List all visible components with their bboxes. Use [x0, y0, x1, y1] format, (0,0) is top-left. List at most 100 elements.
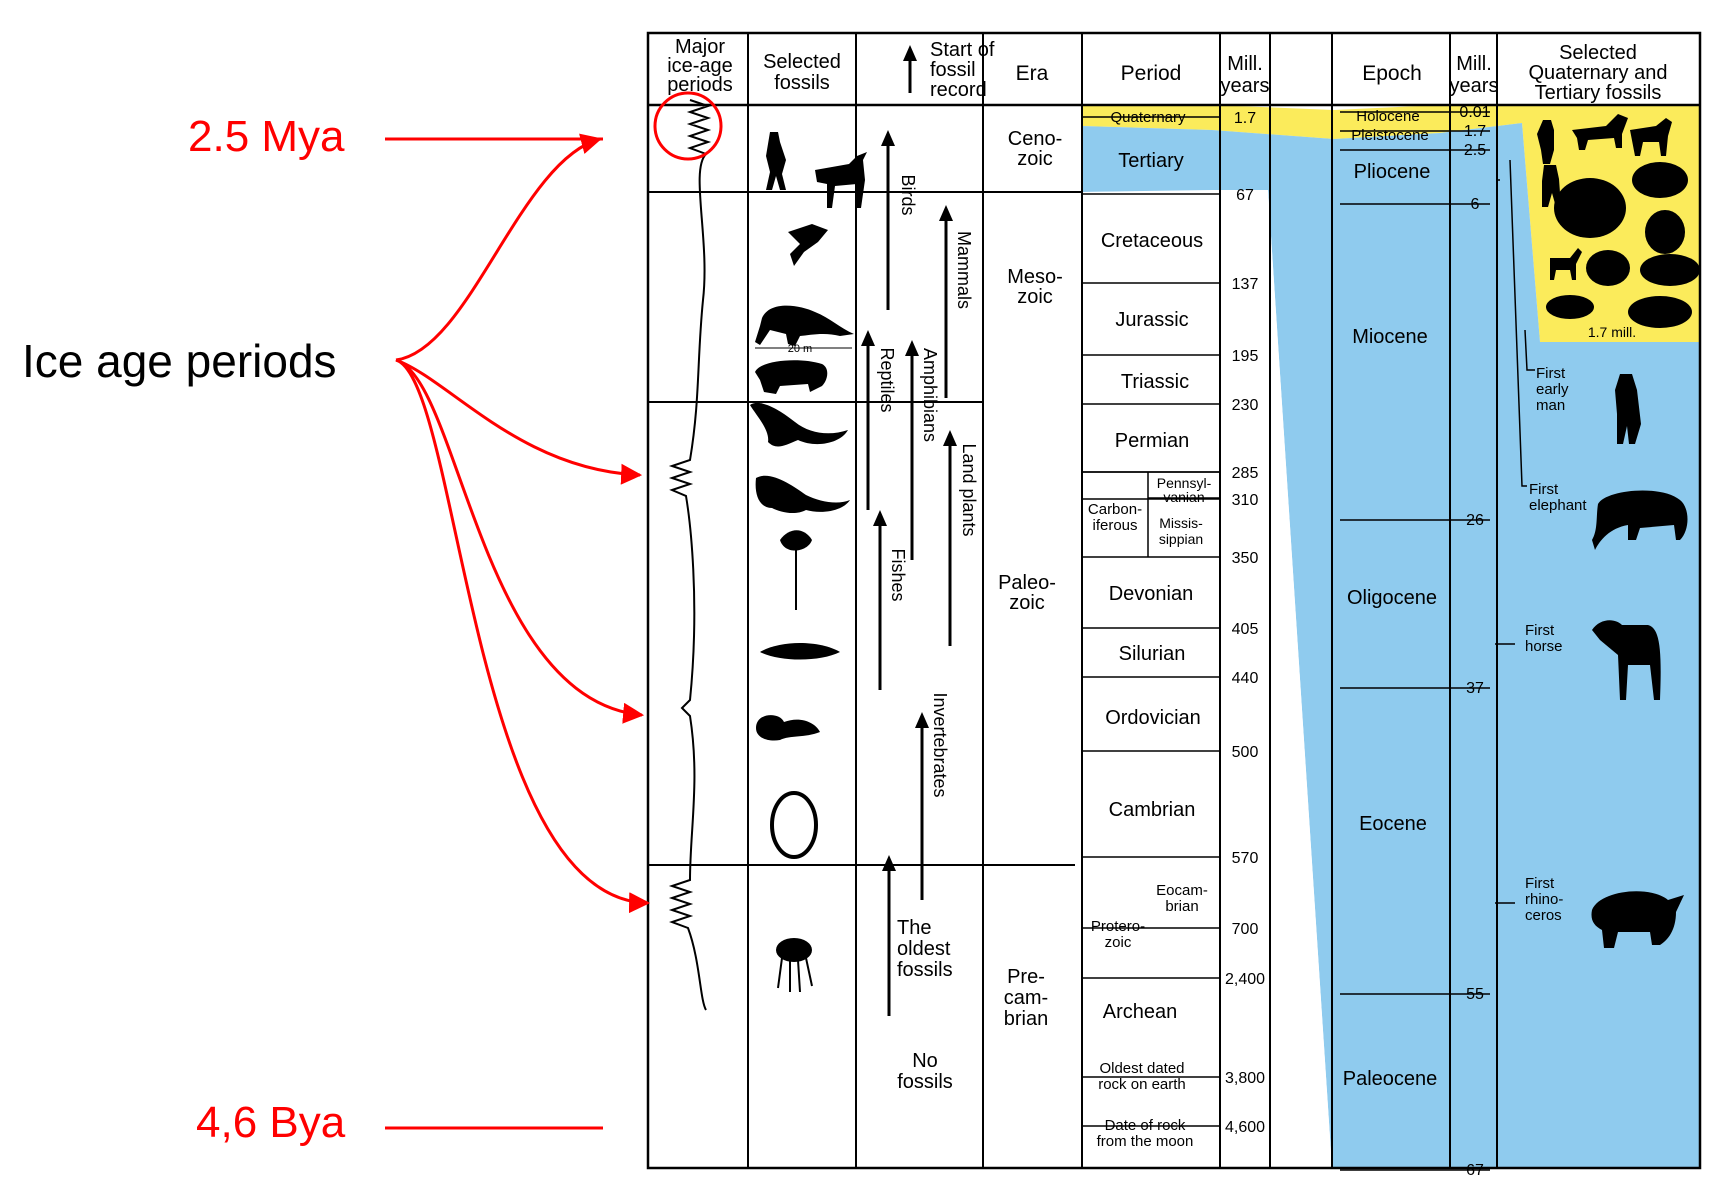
- label-ice-age-periods: Ice age periods: [22, 335, 337, 387]
- ice-age-pointer-3: [395, 358, 645, 724]
- era-mesozoic-line-2: zoic: [1017, 286, 1053, 308]
- period-triassic: Triassic: [1121, 371, 1189, 393]
- first-rhinoceros-line-3: ceros: [1525, 907, 1562, 924]
- period-eocambrian-line-1: Eocam-: [1156, 882, 1208, 899]
- fossil-reptile-icon: [755, 305, 854, 346]
- label-land-plants: Land plants: [959, 443, 979, 536]
- period-permian: Permian: [1115, 430, 1189, 452]
- arrow-fishes-head: [873, 510, 887, 526]
- qt-early-man-icon: [1542, 165, 1561, 207]
- header-mill-years-2-line-1: Mill.: [1456, 53, 1492, 75]
- header-mill-years-2-line-2: years: [1450, 75, 1499, 97]
- epoch-age-1: 0.01: [1459, 104, 1490, 121]
- period-age-6: 285: [1232, 465, 1259, 482]
- first-rhinoceros-icon: [1591, 891, 1684, 948]
- header-epoch: Epoch: [1362, 62, 1422, 85]
- label-oldest-fossils-line-1: The: [897, 917, 931, 939]
- arrow-mammals-head: [939, 205, 953, 221]
- pointer-early-man: [1524, 329, 1535, 371]
- period-age-2: 67: [1236, 187, 1254, 204]
- fossil-amphibian-icon: [750, 402, 848, 447]
- pointer-elephant: [1509, 159, 1527, 487]
- header-fossil-record-line-2: fossil: [930, 59, 976, 81]
- first-early-man-line-2: early: [1536, 381, 1569, 398]
- first-rhinoceros-line-1: First: [1525, 875, 1555, 892]
- period-archean: Archean: [1103, 1001, 1178, 1023]
- fossil-horse-icon: [815, 152, 867, 208]
- epoch-holocene: Holocene: [1356, 108, 1419, 125]
- period-age-12: 570: [1232, 850, 1259, 867]
- epoch-age-4: 6: [1471, 196, 1480, 213]
- label-invertebrates: Invertebrates: [930, 692, 950, 797]
- epoch-age-5: 26: [1466, 512, 1484, 529]
- qt-bison-icon: [1640, 254, 1700, 286]
- header-fossil-record-line-1: Start of: [930, 39, 995, 61]
- qt-cave-bear-icon: [1546, 295, 1594, 319]
- label-reptiles: Reptiles: [877, 347, 897, 412]
- epoch-pleistocene: Pleistocene: [1351, 127, 1429, 144]
- fossil-plant-crown-icon: [780, 530, 812, 551]
- period-age-1: 1.7: [1234, 110, 1256, 127]
- header-fossils-line-1: Selected: [763, 51, 841, 73]
- header-ice-age-line-1: Major: [675, 36, 725, 58]
- label-oldest-fossils-line-2: oldest: [897, 938, 951, 960]
- period-quaternary: Quaternary: [1110, 109, 1186, 126]
- fossil-trilobite-icon: [770, 791, 818, 859]
- first-early-man-line-3: man: [1536, 397, 1565, 414]
- label-oldest-fossils-line-3: fossils: [897, 959, 953, 981]
- arrow-reptiles-head: [861, 330, 875, 346]
- period-oldest-rock-line-2: rock on earth: [1098, 1076, 1186, 1093]
- period-age-4: 195: [1232, 348, 1259, 365]
- fossil-jellyfish-tentacles-icon: [777, 957, 813, 993]
- era-precambrian-line-1: Pre-: [1007, 966, 1045, 988]
- scale-label: 20 m: [788, 343, 812, 355]
- arrow-oldest-fossils-head: [882, 855, 896, 871]
- epoch-age-7: 55: [1466, 986, 1484, 1003]
- first-elephant-line-1: First: [1529, 481, 1559, 498]
- epoch-eocene: Eocene: [1359, 813, 1427, 835]
- qt-hippo-icon: [1628, 296, 1692, 328]
- qt-musk-ox-icon: [1645, 210, 1685, 254]
- fossil-nautiloid-icon: [756, 715, 820, 741]
- first-early-man-icon: [1615, 374, 1641, 444]
- chart-frame: [646, 31, 1702, 1170]
- fossil-jellyfish-icon: [776, 938, 812, 962]
- first-horse-line-1: First: [1525, 622, 1555, 639]
- period-cretaceous: Cretaceous: [1101, 230, 1203, 252]
- period-proterozoic-line-2: zoic: [1105, 934, 1132, 951]
- header-era: Era: [1016, 62, 1049, 85]
- period-moon-rock-line-2: from the moon: [1097, 1133, 1194, 1150]
- header-ice-age-line-3: periods: [667, 74, 733, 96]
- label-4-6-bya: 4,6 Bya: [196, 1098, 346, 1147]
- fossil-fish-icon: [760, 643, 840, 660]
- period-tertiary: Tertiary: [1118, 150, 1184, 172]
- epoch-miocene: Miocene: [1352, 326, 1428, 348]
- period-age-5: 230: [1232, 397, 1259, 414]
- period-carboniferous-line-1: Carbon-: [1088, 501, 1142, 518]
- epoch-oligocene: Oligocene: [1347, 587, 1437, 609]
- period-age-14: 2,400: [1225, 971, 1265, 988]
- first-elephant-line-2: elephant: [1529, 497, 1587, 514]
- label-birds: Birds: [898, 174, 918, 215]
- label-fishes: Fishes: [888, 548, 908, 601]
- label-amphibians: Amphibians: [920, 348, 940, 442]
- period-silurian: Silurian: [1119, 643, 1186, 665]
- epoch-age-6: 37: [1466, 680, 1484, 697]
- label-no-fossils-line-2: fossils: [897, 1071, 953, 1093]
- period-jurassic: Jurassic: [1115, 309, 1188, 331]
- era-precambrian-line-3: brian: [1004, 1008, 1048, 1030]
- header-fossils-line-2: fossils: [774, 72, 830, 94]
- header-mill-years-line-2: years: [1221, 75, 1270, 97]
- first-horse-icon: [1592, 620, 1661, 700]
- period-moon-rock-line-1: Date of rock: [1105, 1117, 1186, 1134]
- period-age-3: 137: [1232, 276, 1259, 293]
- period-age-8: 350: [1232, 550, 1259, 567]
- header-quaternary-fossils-line-1: Selected: [1559, 42, 1637, 64]
- period-pennsylvanian-line-2: vanian: [1163, 489, 1204, 505]
- first-early-man-line-1: First: [1536, 365, 1566, 382]
- ice-age-curve: [668, 99, 712, 1011]
- qt-rhino-icon: [1632, 162, 1688, 198]
- epoch-age-8: 67: [1466, 1162, 1484, 1179]
